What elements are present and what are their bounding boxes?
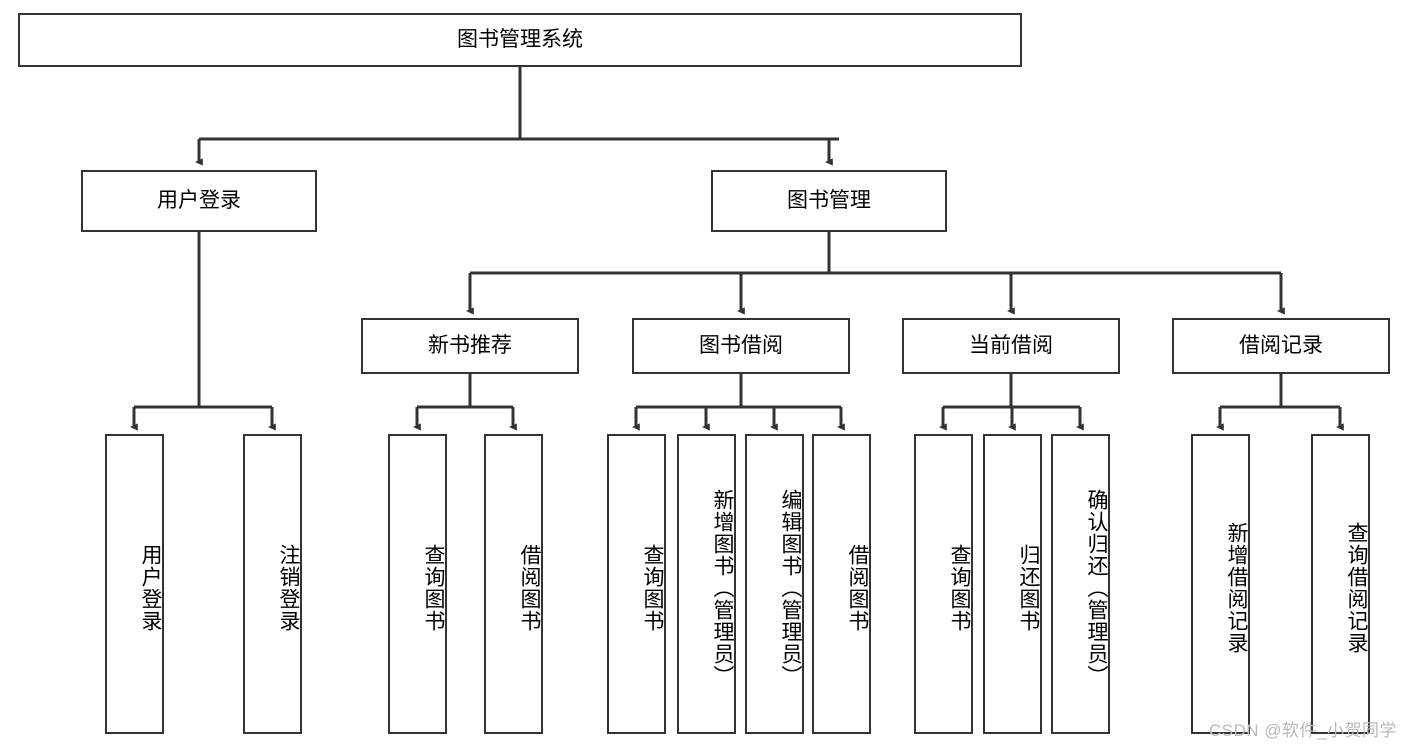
node-leaf-cur-query-label: 查询图书 [948,544,971,632]
node-new-book-rec-label: 新书推荐 [428,333,512,357]
node-book-borrow[interactable]: 图书借阅 [632,318,850,374]
node-leaf-cur-return-label: 归还图书 [1017,544,1040,632]
node-leaf-rec-search[interactable]: 查询借阅记录 [1311,434,1370,734]
node-root-label: 图书管理系统 [457,27,583,51]
node-leaf-borrow-edit[interactable]: 编辑图书（管理员） [745,434,804,734]
node-leaf-borrow-add-label: 新增图书（管理员） [711,489,734,687]
node-leaf-rec-add[interactable]: 新增借阅记录 [1191,434,1250,734]
csdn-watermark: CSDN @软件_小贺同学 [1208,721,1397,740]
node-leaf-cur-confirm-label: 确认归还（管理员） [1085,489,1108,687]
node-leaf-borrow-query[interactable]: 查询图书 [607,434,666,734]
node-leaf-user-login-label: 用户登录 [139,544,162,632]
node-book-manage-label: 图书管理 [787,188,871,212]
node-leaf-rec-borrow-label: 借阅图书 [518,544,541,632]
node-current-borrow-label: 当前借阅 [969,333,1053,357]
node-leaf-user-logout[interactable]: 注销登录 [243,434,302,734]
node-leaf-cur-return[interactable]: 归还图书 [983,434,1042,734]
node-book-borrow-label: 图书借阅 [699,333,783,357]
node-leaf-rec-query[interactable]: 查询图书 [388,434,447,734]
node-leaf-borrow-query-label: 查询图书 [641,544,664,632]
node-borrow-record[interactable]: 借阅记录 [1172,318,1390,374]
node-leaf-rec-query-label: 查询图书 [422,544,445,632]
node-current-borrow[interactable]: 当前借阅 [902,318,1120,374]
node-leaf-cur-confirm[interactable]: 确认归还（管理员） [1051,434,1110,734]
node-leaf-rec-search-label: 查询借阅记录 [1345,522,1368,654]
node-leaf-borrow-add[interactable]: 新增图书（管理员） [677,434,736,734]
node-borrow-record-label: 借阅记录 [1239,333,1323,357]
node-leaf-cur-query[interactable]: 查询图书 [914,434,973,734]
node-leaf-borrow-lend-label: 借阅图书 [846,544,869,632]
node-leaf-user-logout-label: 注销登录 [277,544,300,632]
node-new-book-rec[interactable]: 新书推荐 [361,318,579,374]
node-leaf-rec-borrow[interactable]: 借阅图书 [484,434,543,734]
node-leaf-borrow-lend[interactable]: 借阅图书 [812,434,871,734]
node-leaf-rec-add-label: 新增借阅记录 [1225,522,1248,654]
node-leaf-user-login[interactable]: 用户登录 [105,434,164,734]
node-user-login[interactable]: 用户登录 [81,170,317,232]
node-leaf-borrow-edit-label: 编辑图书（管理员） [779,489,802,687]
node-user-login-label: 用户登录 [157,188,241,212]
node-root[interactable]: 图书管理系统 [18,13,1022,67]
node-book-manage[interactable]: 图书管理 [711,170,947,232]
